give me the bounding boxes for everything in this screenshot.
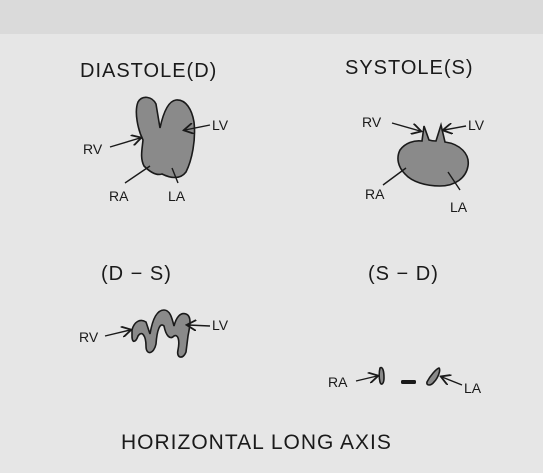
s-minus-d-ra-shape xyxy=(379,368,384,384)
diastole-rv-arrow xyxy=(110,138,140,147)
diastole-lv-label: LV xyxy=(212,117,228,133)
s-minus-d-center-bar xyxy=(401,380,416,384)
d-minus-s-shape xyxy=(132,310,190,357)
systole-rv-arrow xyxy=(392,123,420,131)
systole-rv-label: RV xyxy=(362,114,381,130)
systole-ra-line xyxy=(383,168,406,185)
systole-lv-label: LV xyxy=(468,117,484,133)
s-minus-d-la-label: LA xyxy=(464,380,481,396)
diastole-heart-shape xyxy=(136,97,194,177)
diastole-rv-label: RV xyxy=(83,141,102,157)
d-minus-s-rv-label: RV xyxy=(79,329,98,345)
d-minus-s-lv-arrow xyxy=(188,325,210,326)
systole-la-label: LA xyxy=(450,199,467,215)
d-minus-s-lv-label: LV xyxy=(212,317,228,333)
s-minus-d-la-shape xyxy=(427,368,440,385)
s-minus-d-ra-label: RA xyxy=(328,374,347,390)
figure-caption: HORIZONTAL LONG AXIS xyxy=(121,431,392,455)
d-minus-s-rv-arrow xyxy=(105,330,130,336)
systole-heart-shape xyxy=(398,125,468,186)
diastole-ra-line xyxy=(125,166,150,183)
s-minus-d-la-arrow xyxy=(442,377,462,385)
systole-title: SYSTOLE(S) xyxy=(345,57,474,80)
systole-lv-arrow xyxy=(444,126,466,130)
diastole-title: DIASTOLE(D) xyxy=(80,60,217,83)
s-minus-d-title: (S − D) xyxy=(368,263,439,286)
diastole-ra-label: RA xyxy=(109,188,128,204)
systole-ra-label: RA xyxy=(365,186,384,202)
d-minus-s-title: (D − S) xyxy=(101,263,172,286)
s-minus-d-ra-arrow xyxy=(356,376,377,381)
diastole-la-label: LA xyxy=(168,188,185,204)
